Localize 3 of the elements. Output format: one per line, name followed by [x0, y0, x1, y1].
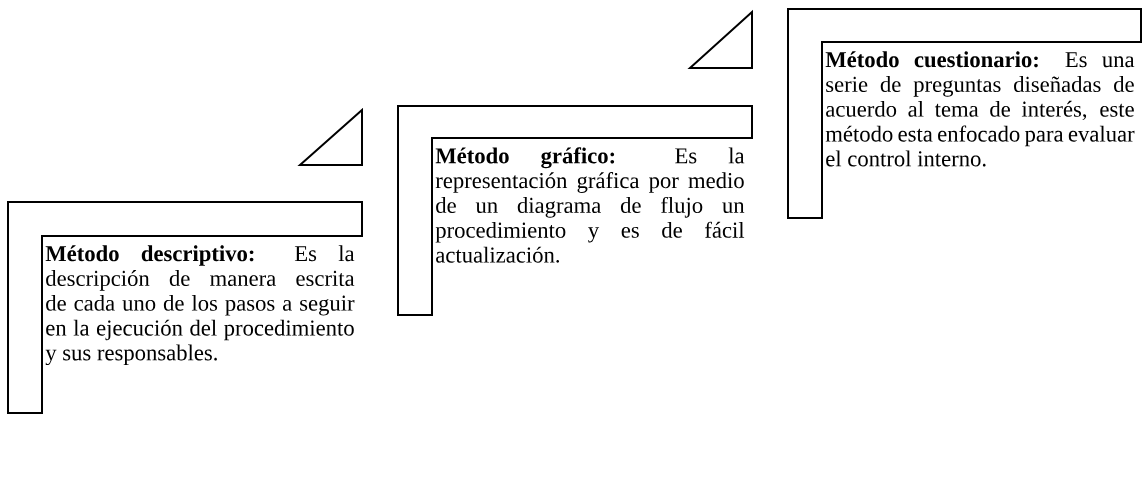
- bracket-box: Método descriptivo: Es la descripción de manera escrita de cada uno de los pasos a seguir en la ejecución del procedimiento y sus responsables.: [7, 201, 363, 414]
- bracket-box: Método gráfico: Es la representación gráfica por medio de un diagrama de flujo un procedimiento y es de fácil actualización.: [397, 105, 753, 316]
- bracket-box: Método cuestionario: Es una serie de preguntas diseñadas de acuerdo al tema de interés, este método esta enfocado para evaluar el control interno.: [787, 8, 1142, 219]
